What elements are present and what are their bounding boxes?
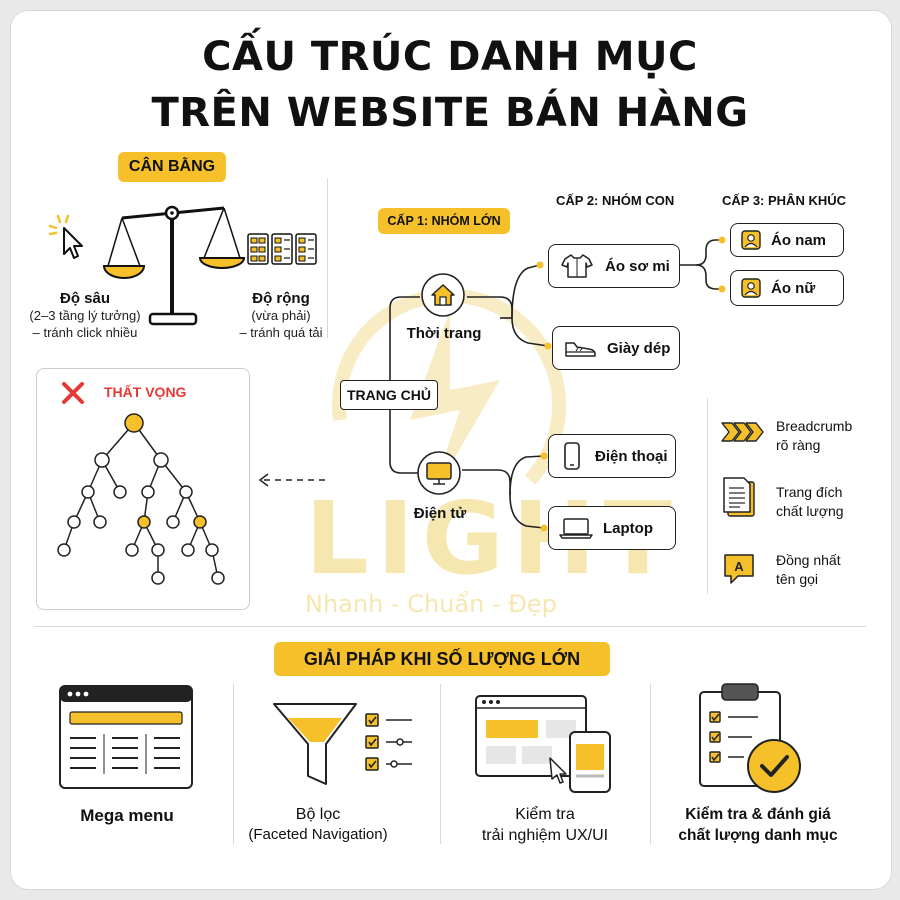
women-node[interactable]: Áo nữ — [730, 270, 844, 306]
ux-devices-icon — [475, 695, 611, 793]
grid-layout-icon — [247, 233, 317, 265]
solution-3-line-2: trải nghiệm UX/UI — [481, 827, 609, 844]
solution-1-label: Mega menu — [80, 806, 174, 825]
cursor-click-icon — [48, 214, 83, 259]
shoes-node[interactable]: Giày dép — [552, 326, 680, 370]
monitor-icon — [417, 451, 461, 495]
tip-3-line-1: Đồng nhất — [776, 552, 841, 568]
laptop-icon — [559, 518, 593, 539]
width-line-2: – tránh quá tải — [239, 325, 323, 340]
person-icon — [741, 230, 761, 250]
phone-node[interactable]: Điện thoại — [548, 434, 676, 478]
dashed-arrow-icon — [258, 473, 326, 487]
title-line-2: TRÊN WEBSITE BÁN HÀNG — [151, 90, 749, 136]
phone-icon — [564, 442, 580, 470]
men-label: Áo nam — [771, 231, 827, 249]
level2-header: CẤP 2: NHÓM CON — [556, 193, 675, 208]
shirt-node[interactable]: Áo sơ mi — [548, 244, 680, 288]
fail-label: THẤT VỌNG — [104, 384, 187, 400]
solution-2-line-2: (Faceted Navigation) — [248, 826, 388, 843]
tip-2-line-1: Trang đích — [776, 484, 843, 500]
fashion-label[interactable]: Thời trang — [406, 325, 482, 342]
solution-divider-3 — [650, 684, 651, 844]
solution-divider-1 — [233, 684, 234, 844]
tip-1-line-2: rõ ràng — [776, 437, 821, 453]
tips-divider — [707, 398, 708, 594]
shoe-icon — [565, 342, 596, 357]
solution-3-line-1: Kiểm tra — [515, 806, 575, 823]
tip-2-line-2: chất lượng — [776, 503, 844, 519]
red-x-icon — [62, 382, 84, 404]
root-node[interactable]: TRANG CHỦ — [340, 380, 438, 410]
solutions-badge: GIẢI PHÁP KHI SỐ LƯỢNG LỚN — [274, 642, 610, 676]
svg-text:A: A — [734, 559, 744, 574]
men-node[interactable]: Áo nam — [730, 223, 844, 257]
breadcrumb-icon — [721, 422, 764, 442]
width-line-1: (vừa phải) — [251, 308, 311, 323]
level3-header: CẤP 3: PHÂN KHÚC — [722, 193, 846, 208]
shirt-label: Áo sơ mi — [605, 257, 670, 275]
level1-badge: CẤP 1: NHÓM LỚN — [378, 208, 510, 234]
tip-1-line-1: Breadcrumb — [776, 418, 853, 434]
laptop-node[interactable]: Laptop — [548, 506, 676, 550]
balance-scale-icon — [102, 205, 246, 326]
depth-title: Độ sâu — [59, 290, 110, 307]
solution-4-line-1: Kiểm tra & đánh giá — [685, 806, 831, 823]
solution-4-line-2: chất lượng danh mục — [678, 827, 838, 844]
section-divider — [34, 626, 866, 627]
watermark-slogan: Nhanh - Chuẩn - Đẹp — [305, 590, 557, 618]
depth-line-1: (2–3 tầng lý tưởng) — [29, 308, 141, 323]
home-icon — [421, 273, 465, 317]
width-title: Độ rộng — [252, 290, 310, 307]
women-label: Áo nữ — [771, 279, 816, 297]
shirt-icon — [561, 254, 593, 278]
electronics-label[interactable]: Điện tử — [413, 505, 467, 522]
mega-menu-icon — [59, 685, 193, 789]
filter-funnel-icon — [273, 703, 412, 785]
title-line-1: CẤU TRÚC DANH MỤC — [202, 34, 698, 80]
deep-tree-diagram — [57, 413, 225, 585]
phone-label: Điện thoại — [595, 447, 668, 465]
solution-divider-2 — [440, 684, 441, 844]
watermark-logo-icon — [332, 288, 566, 500]
depth-line-2: – tránh click nhiều — [32, 325, 138, 340]
speech-a-icon: A — [724, 554, 754, 584]
document-icon — [723, 477, 755, 517]
balance-badge: CÂN BẰNG — [118, 152, 226, 182]
clipboard-check-icon — [699, 683, 801, 793]
tip-3-line-2: tên gọi — [776, 571, 819, 587]
root-node-label: TRANG CHỦ — [347, 387, 431, 403]
laptop-label: Laptop — [603, 519, 653, 537]
solution-2-line-1: Bộ lọc — [295, 806, 341, 823]
vertical-divider — [327, 178, 328, 338]
shoes-label: Giày dép — [607, 339, 671, 357]
person-icon — [741, 278, 761, 298]
